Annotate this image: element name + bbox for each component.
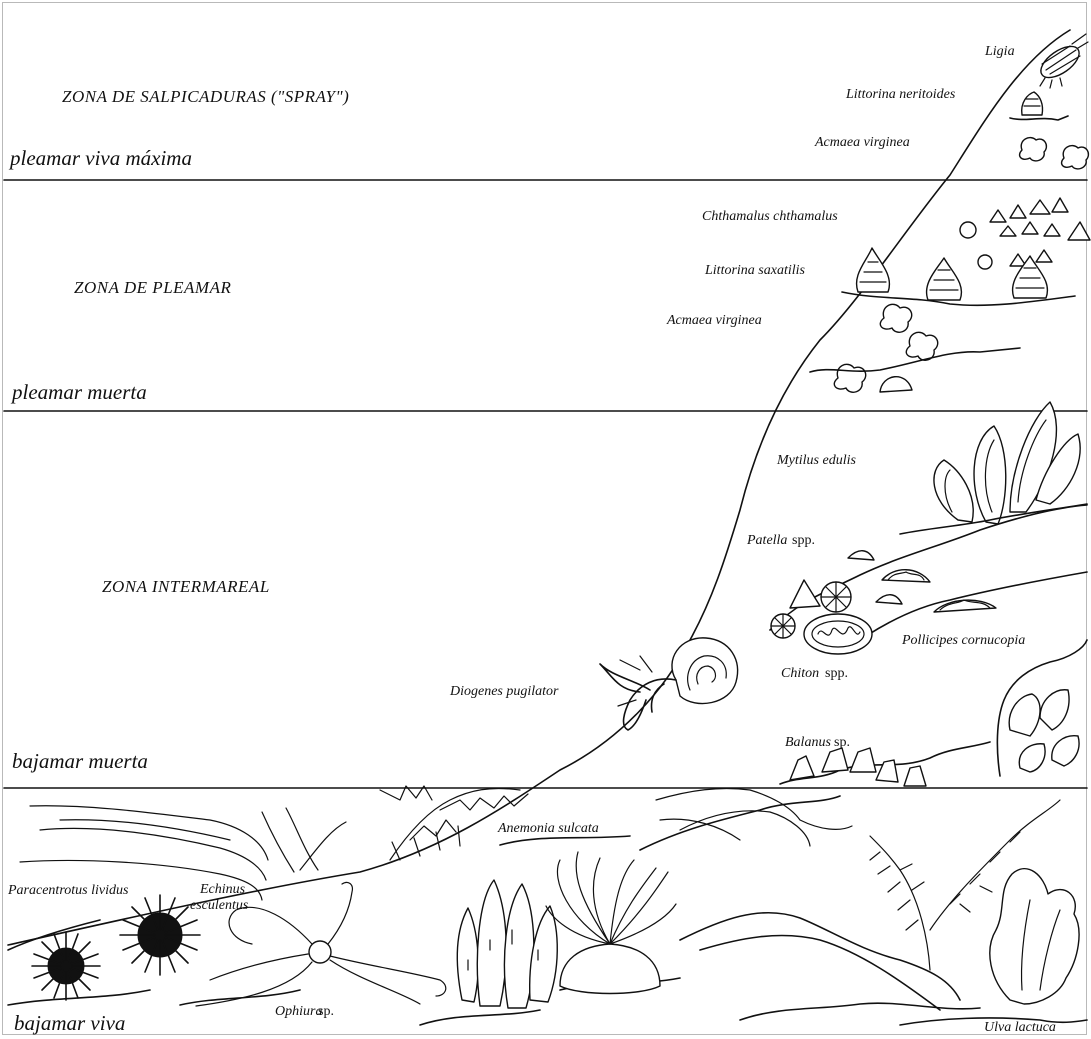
- species-patella-spp-label: spp.: [792, 533, 815, 548]
- anemonia-drawing: [546, 852, 676, 994]
- level-bajamar-viva-label: bajamar viva: [14, 1011, 125, 1035]
- species-patella-label: Patella: [746, 533, 787, 548]
- chthamalus-drawing: [960, 198, 1090, 269]
- level-pleamar-viva-label: pleamar viva máxima: [8, 146, 192, 170]
- mytilus-drawing: [900, 402, 1087, 534]
- level-pleamar-muerta-label: pleamar muerta: [10, 380, 147, 404]
- sea-urchin-drawing: [8, 895, 200, 1000]
- species-ophiura-label: Ophiura: [275, 1004, 322, 1019]
- species-ligia-label: Ligia: [984, 44, 1015, 59]
- species-acmaea-virginea-label: Acmaea virginea: [814, 135, 910, 150]
- starfish-drawing: [656, 788, 852, 846]
- chiton-drawing: [804, 614, 872, 654]
- species-chiton-label: Chiton: [781, 666, 819, 681]
- littorina-neritoides-drawing: [1010, 92, 1068, 120]
- species-littorina-neritoides-label: Littorina neritoides: [845, 87, 956, 102]
- species-paracentrotus-label: Paracentrotus lividus: [7, 883, 129, 898]
- diogenes-drawing: [600, 638, 738, 730]
- species-chthamalus-label: Chthamalus chthamalus: [702, 209, 838, 224]
- species-diogenes-label: Diogenes pugilator: [449, 684, 559, 699]
- ulva-drawing: [990, 869, 1079, 1004]
- zone-spray-label: ZONA DE SALPICADURAS ("SPRAY"): [62, 87, 349, 106]
- species-chiton-spp-label: spp.: [825, 666, 848, 681]
- species-littorina-saxatilis-label: Littorina saxatilis: [704, 263, 806, 278]
- species-anemonia-label: Anemonia sulcata: [497, 821, 599, 836]
- ligia-drawing: [1036, 34, 1088, 88]
- species-pollicipes-label: Pollicipes cornucopia: [901, 633, 1025, 648]
- species-acmaea-virginea-label-2: Acmaea virginea: [666, 313, 762, 328]
- species-echinus-label-2: esculentus: [190, 898, 249, 913]
- species-mytilus-label: Mytilus edulis: [776, 453, 856, 468]
- level-bajamar-muerta-label: bajamar muerta: [12, 749, 148, 773]
- seaweed-cluster-drawing: [997, 640, 1087, 776]
- species-balanus-label: Balanus: [785, 735, 831, 750]
- species-echinus-label: Echinus: [199, 882, 246, 897]
- zone-intermareal-label: ZONA INTERMAREAL: [102, 577, 270, 596]
- species-ophiura-sp-label: sp.: [318, 1004, 334, 1019]
- zone-pleamar-label: ZONA DE PLEAMAR: [74, 278, 231, 297]
- species-ulva-label: Ulva lactuca: [984, 1020, 1056, 1035]
- tubular-colony-drawing: [457, 880, 557, 1008]
- pollicipes-drawing: [882, 570, 996, 612]
- acmaea-virginea-drawing-1: [1020, 138, 1089, 169]
